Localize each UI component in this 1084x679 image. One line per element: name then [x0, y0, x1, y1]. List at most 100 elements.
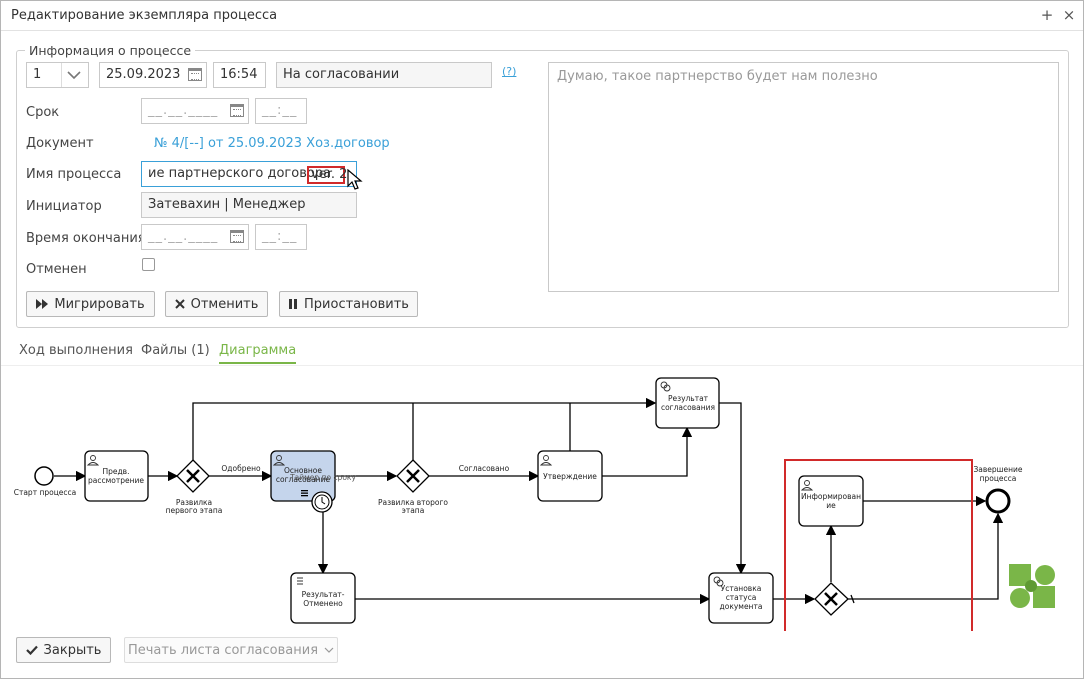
maximize-icon[interactable]: + [1040, 6, 1054, 24]
status-field: На согласовании [276, 62, 492, 88]
calendar-icon[interactable] [230, 230, 244, 243]
process-info-legend: Информация о процессе [29, 43, 192, 58]
task-result-text-2: согласования [661, 403, 715, 412]
version-value: 1 [33, 67, 42, 82]
task-inform-text-2: ие [826, 501, 836, 510]
task-main-text-2: согласование [276, 475, 331, 484]
start-time-input[interactable]: 16:54 [213, 62, 266, 88]
process-info-group: Информация о процессе [16, 43, 1069, 328]
user-icon [539, 455, 553, 466]
title-bar: Редактирование экземпляра процесса + × [1, 1, 1083, 31]
version-highlight [307, 166, 345, 184]
task-main-approval[interactable] [270, 450, 336, 502]
close-button[interactable]: Закрыть [16, 637, 111, 663]
user-icon [800, 480, 814, 491]
document-link[interactable]: № 4/[--] от 25.09.2023 Хоз.договор [154, 136, 390, 151]
gateway-second-label-2: этапа [402, 506, 425, 515]
mouse-cursor-icon [347, 169, 363, 190]
end-time-input[interactable]: __:__ [255, 224, 307, 250]
close-icon[interactable]: × [1062, 6, 1076, 24]
deadline-time-input[interactable]: __:__ [255, 98, 307, 124]
initiator-label: Инициатор [26, 199, 102, 214]
comment-placeholder: Думаю, такое партнерство будет нам полез… [557, 69, 878, 84]
timer-event-icon[interactable] [311, 491, 333, 513]
tab-progress[interactable]: Ход выполнения [19, 343, 133, 358]
pause-icon [289, 299, 298, 309]
end-event[interactable] [985, 488, 1011, 514]
task-prelim-text-2: рассмотрение [88, 476, 144, 485]
gear-icon [713, 576, 724, 587]
tabs-divider [1, 365, 1083, 366]
dialog-title: Редактирование экземпляра процесса [11, 8, 278, 23]
initiator-value: Затевахин | Менеджер [148, 197, 306, 212]
print-label: Печать листа согласования [127, 642, 319, 658]
gateway-first[interactable] [176, 459, 210, 493]
user-icon [272, 455, 286, 466]
start-event-label: Старт процесса [14, 488, 77, 497]
script-icon [297, 577, 303, 585]
end-time-placeholder: __:__ [262, 229, 298, 244]
end-date-input[interactable]: __.__.____ [141, 224, 249, 250]
task-main-text-1: Основное [284, 466, 322, 475]
checkmark-icon [25, 645, 38, 655]
task-prelim-review[interactable] [84, 450, 149, 502]
puzzle-icon [1009, 564, 1055, 608]
help-link[interactable]: (?) [502, 65, 517, 78]
gateway-first-label-2: первого этапа [166, 506, 223, 515]
task-status-text-1: Установка [721, 584, 762, 593]
task-result-cancelled[interactable] [290, 572, 356, 624]
task-prelim-text-1: Предв. [102, 467, 129, 476]
fast-forward-icon [36, 299, 49, 309]
chevron-down-icon[interactable] [67, 70, 81, 80]
gateway-third[interactable] [814, 582, 849, 616]
calendar-icon[interactable] [188, 68, 202, 81]
end-event-label-2: процесса [980, 474, 1017, 483]
task-status-text-2: статуса [726, 593, 757, 602]
cancel-process-button[interactable]: Отменить [165, 291, 268, 317]
pause-label: Приостановить [304, 296, 409, 312]
task-inform-text-1: Информирован [801, 492, 861, 501]
print-approval-sheet-button[interactable]: Печать листа согласования [124, 637, 338, 663]
task-set-status[interactable] [708, 572, 774, 624]
gateway-second-label-1: Развилка второго [378, 498, 448, 507]
cancelled-label: Отменен [26, 262, 87, 277]
process-name-input[interactable]: ие партнерского договора [141, 161, 357, 187]
deadline-date-placeholder: __.__.____ [148, 103, 219, 118]
task-inform[interactable] [798, 475, 864, 527]
task-result-text-1: Результат [668, 394, 709, 403]
version-select[interactable]: 1 [26, 62, 89, 88]
task-status-text-3: документа [720, 602, 763, 611]
task-approval[interactable] [537, 450, 603, 502]
comment-textarea[interactable]: Думаю, такое партнерство будет нам полез… [548, 62, 1059, 292]
status-value: На согласовании [283, 67, 400, 82]
start-event[interactable] [34, 466, 54, 486]
start-time-value: 16:54 [220, 67, 258, 82]
user-icon [86, 455, 100, 466]
multi-instance-icon [301, 490, 308, 497]
task-cancelled-text-2: Отменено [303, 599, 343, 608]
gear-icon [660, 381, 671, 392]
close-label: Закрыть [43, 642, 102, 658]
tab-diagram[interactable]: Диаграмма [219, 343, 297, 364]
process-name-version: ver. 2 [311, 167, 348, 182]
initiator-field: Затевахин | Менеджер [141, 192, 357, 218]
deadline-time-placeholder: __:__ [262, 103, 298, 118]
end-event-label-1: Завершение [973, 465, 1022, 474]
task-result[interactable] [655, 377, 720, 429]
flow-overdue-label: Таймер по сроку [289, 473, 356, 482]
cancelled-checkbox[interactable] [142, 258, 155, 271]
migrate-button[interactable]: Мигрировать [26, 291, 155, 317]
start-date-input[interactable]: 25.09.2023 [99, 62, 207, 88]
process-name-value: ие партнерского договора [148, 166, 332, 181]
end-date-placeholder: __.__.____ [148, 229, 219, 244]
tab-files[interactable]: Файлы (1) [141, 343, 210, 358]
gateway-second[interactable] [396, 459, 430, 493]
inform-highlight [784, 459, 973, 631]
pause-button[interactable]: Приостановить [279, 291, 418, 317]
deadline-date-input[interactable]: __.__.____ [141, 98, 249, 124]
process-name-label: Имя процесса [26, 167, 122, 182]
gateway-first-label-1: Развилка [176, 498, 212, 507]
document-label: Документ [26, 136, 94, 151]
calendar-icon[interactable] [230, 104, 244, 117]
